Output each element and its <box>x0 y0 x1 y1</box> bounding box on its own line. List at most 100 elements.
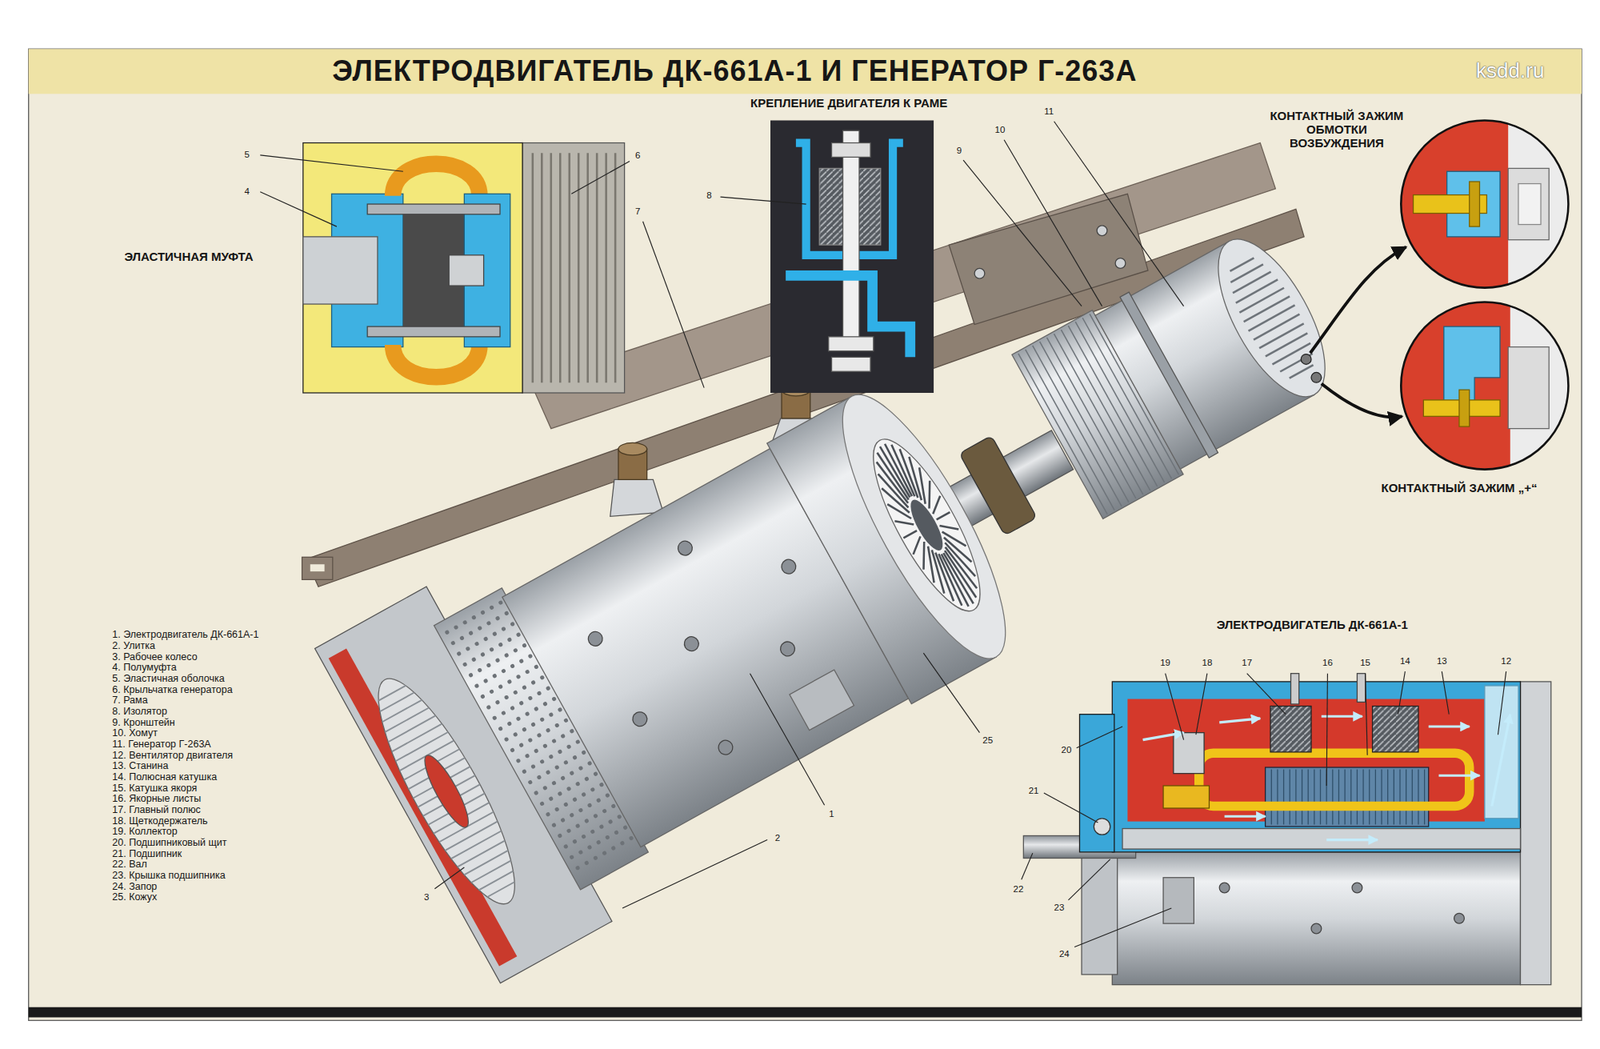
line-shape <box>1272 343 1311 364</box>
leader-line <box>1441 671 1449 715</box>
leader-line <box>1021 852 1033 880</box>
line-shape <box>1332 769 1333 825</box>
line-shape <box>384 707 429 732</box>
line-shape <box>1387 769 1388 825</box>
leader-line <box>1247 673 1286 715</box>
circle-shape <box>575 739 581 745</box>
inset-heading: КОНТАКТНЫЙ ЗАЖИМ ОБМОТКИ ВОЗБУЖДЕНИЯ <box>1260 108 1413 151</box>
circle-shape <box>504 736 510 743</box>
leader-line <box>260 192 337 227</box>
g-shape <box>1397 296 1549 480</box>
part-list-item: 14. Полюсная катушка <box>112 771 217 783</box>
circle-shape <box>554 722 560 728</box>
circle-shape <box>524 668 531 675</box>
rect-shape <box>1265 767 1429 827</box>
circle-shape <box>495 615 501 621</box>
leader-line <box>1054 121 1184 307</box>
leader-line <box>260 155 404 172</box>
circle-shape <box>568 854 575 860</box>
circle-shape <box>509 620 516 627</box>
line-shape <box>1244 296 1290 322</box>
line-shape <box>586 152 589 383</box>
circle-shape <box>533 790 540 796</box>
g-shape <box>1397 112 1549 296</box>
circle-shape <box>468 672 474 678</box>
line-shape <box>559 152 562 383</box>
circle-shape <box>488 604 495 611</box>
line-shape <box>479 871 514 891</box>
g-shape <box>532 152 616 383</box>
path-shape <box>785 275 911 357</box>
section-heading: ЭЛЕКТРОДВИГАТЕЛЬ ДК-661А-1 <box>1216 617 1408 632</box>
rect-shape <box>789 669 855 731</box>
part-list-item: 24. Запор <box>112 880 157 892</box>
line-shape <box>1271 769 1272 825</box>
circle-shape <box>506 720 512 727</box>
leader-line <box>1326 673 1328 786</box>
circle-shape <box>601 808 608 814</box>
line-shape <box>577 152 580 383</box>
rect-shape <box>1291 673 1300 704</box>
circle-shape <box>560 732 566 739</box>
circle-shape <box>1300 354 1312 365</box>
line-shape <box>1356 769 1358 825</box>
rect-shape <box>1397 296 1510 480</box>
ellipse-shape <box>814 375 1034 678</box>
line-shape <box>907 536 927 555</box>
rect-shape <box>1270 706 1312 752</box>
leader-line <box>1068 859 1110 900</box>
circle-shape <box>575 780 581 787</box>
line-shape <box>917 546 946 584</box>
line-shape <box>471 860 512 883</box>
line-shape <box>1393 769 1395 825</box>
part-list-item: 11. Генератор Г-263А <box>112 738 211 750</box>
circle-shape <box>681 634 701 654</box>
circle-shape <box>716 737 736 757</box>
circle-shape <box>518 742 524 748</box>
line-shape <box>380 692 415 712</box>
line-shape <box>1344 769 1345 825</box>
leader-line <box>1165 673 1184 740</box>
circle-shape <box>577 849 584 856</box>
circle-shape <box>539 758 545 764</box>
line-shape <box>900 456 931 500</box>
part-list-item: 13. Станина <box>112 760 168 772</box>
circle-shape <box>450 640 456 646</box>
callout-number: 15 <box>1358 657 1372 668</box>
polygon-shape <box>610 479 664 516</box>
circle-shape <box>572 754 578 760</box>
rect-shape <box>303 236 378 304</box>
callout-number: 7 <box>633 207 642 218</box>
line-shape <box>1219 718 1260 723</box>
line-shape <box>1399 769 1400 825</box>
circle-shape <box>462 619 468 625</box>
circle-shape <box>1400 120 1568 288</box>
line-shape <box>392 724 443 752</box>
circle-shape <box>512 689 519 696</box>
circle-shape <box>554 806 560 812</box>
part-list-item: 17. Главный полюс <box>112 804 201 816</box>
part-list-item: 9. Кронштейн <box>112 716 175 728</box>
line-shape <box>604 152 608 383</box>
part-list-item: 22. Вал <box>112 858 147 870</box>
rect-shape <box>367 326 500 337</box>
line-shape <box>923 549 954 593</box>
circle-shape <box>444 629 450 636</box>
g-shape <box>1012 218 1350 520</box>
callout-number: 8 <box>704 190 713 201</box>
circle-shape <box>610 844 616 851</box>
line-shape <box>1276 769 1278 825</box>
circle-shape <box>468 630 474 636</box>
circle-shape <box>610 803 616 809</box>
circle-shape <box>1311 372 1322 383</box>
circle-shape <box>560 817 566 824</box>
line-shape <box>1380 769 1382 825</box>
circle-shape <box>622 824 628 831</box>
circle-shape <box>580 833 587 840</box>
circle-shape <box>1454 912 1465 924</box>
line-shape <box>457 840 505 868</box>
rect-shape <box>1079 714 1114 852</box>
line-shape <box>1320 769 1321 825</box>
circle-shape <box>542 784 548 791</box>
